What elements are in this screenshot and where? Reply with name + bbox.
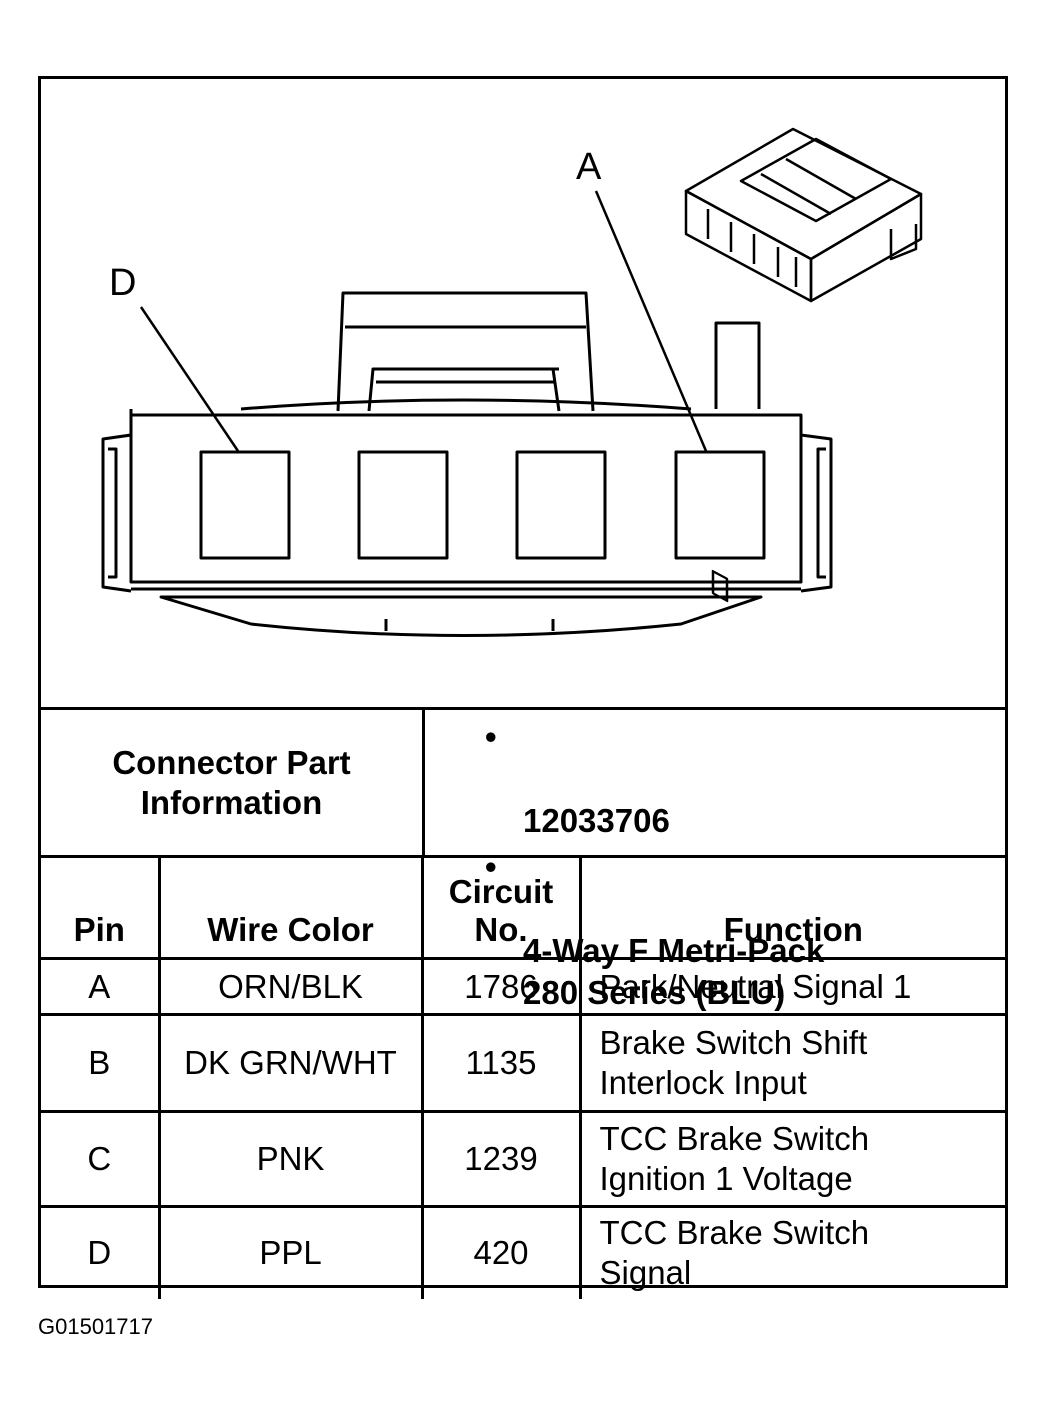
table-header-row: Pin Wire Color Circuit No. Function bbox=[41, 858, 1005, 960]
cell-pin: B bbox=[41, 1013, 161, 1113]
cell-function: Brake Switch Shift Interlock Input bbox=[578, 1013, 1005, 1113]
connector-part-info-row: Connector Part Information • 12033706 • … bbox=[41, 710, 1005, 1011]
info-item-part-number: • 12033706 bbox=[485, 716, 985, 842]
cell-wire-color: ORN/BLK bbox=[157, 957, 424, 1016]
callout-a-leader bbox=[594, 190, 708, 452]
cell-pin: D bbox=[41, 1205, 161, 1299]
header-function: Function bbox=[578, 858, 1005, 960]
header-wire-color: Wire Color bbox=[157, 858, 424, 960]
cell-circuit: 1239 bbox=[420, 1110, 582, 1208]
connector-figure-frame: A D Connector Part Information • 1203370… bbox=[38, 76, 1008, 1299]
bullet-icon: • bbox=[485, 718, 497, 755]
cell-pin: A bbox=[41, 957, 161, 1016]
header-pin: Pin bbox=[41, 858, 161, 960]
info-item-text: 12033706 bbox=[523, 802, 670, 839]
connector-face-drawing bbox=[101, 291, 833, 637]
figure-id: G01501717 bbox=[38, 1314, 153, 1339]
connector-isometric-icon bbox=[684, 127, 923, 603]
callout-a-label: A bbox=[576, 146, 602, 188]
table-row: B DK GRN/WHT 1135 Brake Switch Shift Int… bbox=[41, 1013, 1005, 1113]
cell-circuit: 420 bbox=[420, 1205, 582, 1299]
divider bbox=[41, 855, 1005, 858]
divider bbox=[422, 710, 425, 855]
divider bbox=[41, 707, 1005, 710]
connector-diagram: A D bbox=[101, 127, 923, 637]
cell-function: TCC Brake Switch Signal bbox=[578, 1205, 1005, 1299]
cell-pin: C bbox=[41, 1110, 161, 1208]
cell-circuit: 1135 bbox=[420, 1013, 582, 1113]
cell-wire-color: PPL bbox=[157, 1205, 424, 1299]
table-row: D PPL 420 TCC Brake Switch Signal bbox=[41, 1205, 1005, 1299]
cell-wire-color: PNK bbox=[157, 1110, 424, 1208]
header-circuit-no: Circuit No. bbox=[420, 858, 582, 960]
connector-part-info-label: Connector Part Information bbox=[112, 743, 351, 821]
table-row: A ORN/BLK 1786 Park/Neutral Signal 1 bbox=[41, 957, 1005, 1016]
cell-function: TCC Brake Switch Ignition 1 Voltage bbox=[578, 1110, 1005, 1208]
table-row: C PNK 1239 TCC Brake Switch Ignition 1 V… bbox=[41, 1110, 1005, 1208]
cell-function: Park/Neutral Signal 1 bbox=[578, 957, 1005, 1016]
pinout-table: Pin Wire Color Circuit No. Function A OR… bbox=[41, 858, 1005, 1299]
callout-d-label: D bbox=[109, 262, 136, 304]
cell-circuit: 1786 bbox=[420, 957, 582, 1016]
callout-d-leader bbox=[139, 306, 240, 452]
cell-wire-color: DK GRN/WHT bbox=[157, 1013, 424, 1113]
